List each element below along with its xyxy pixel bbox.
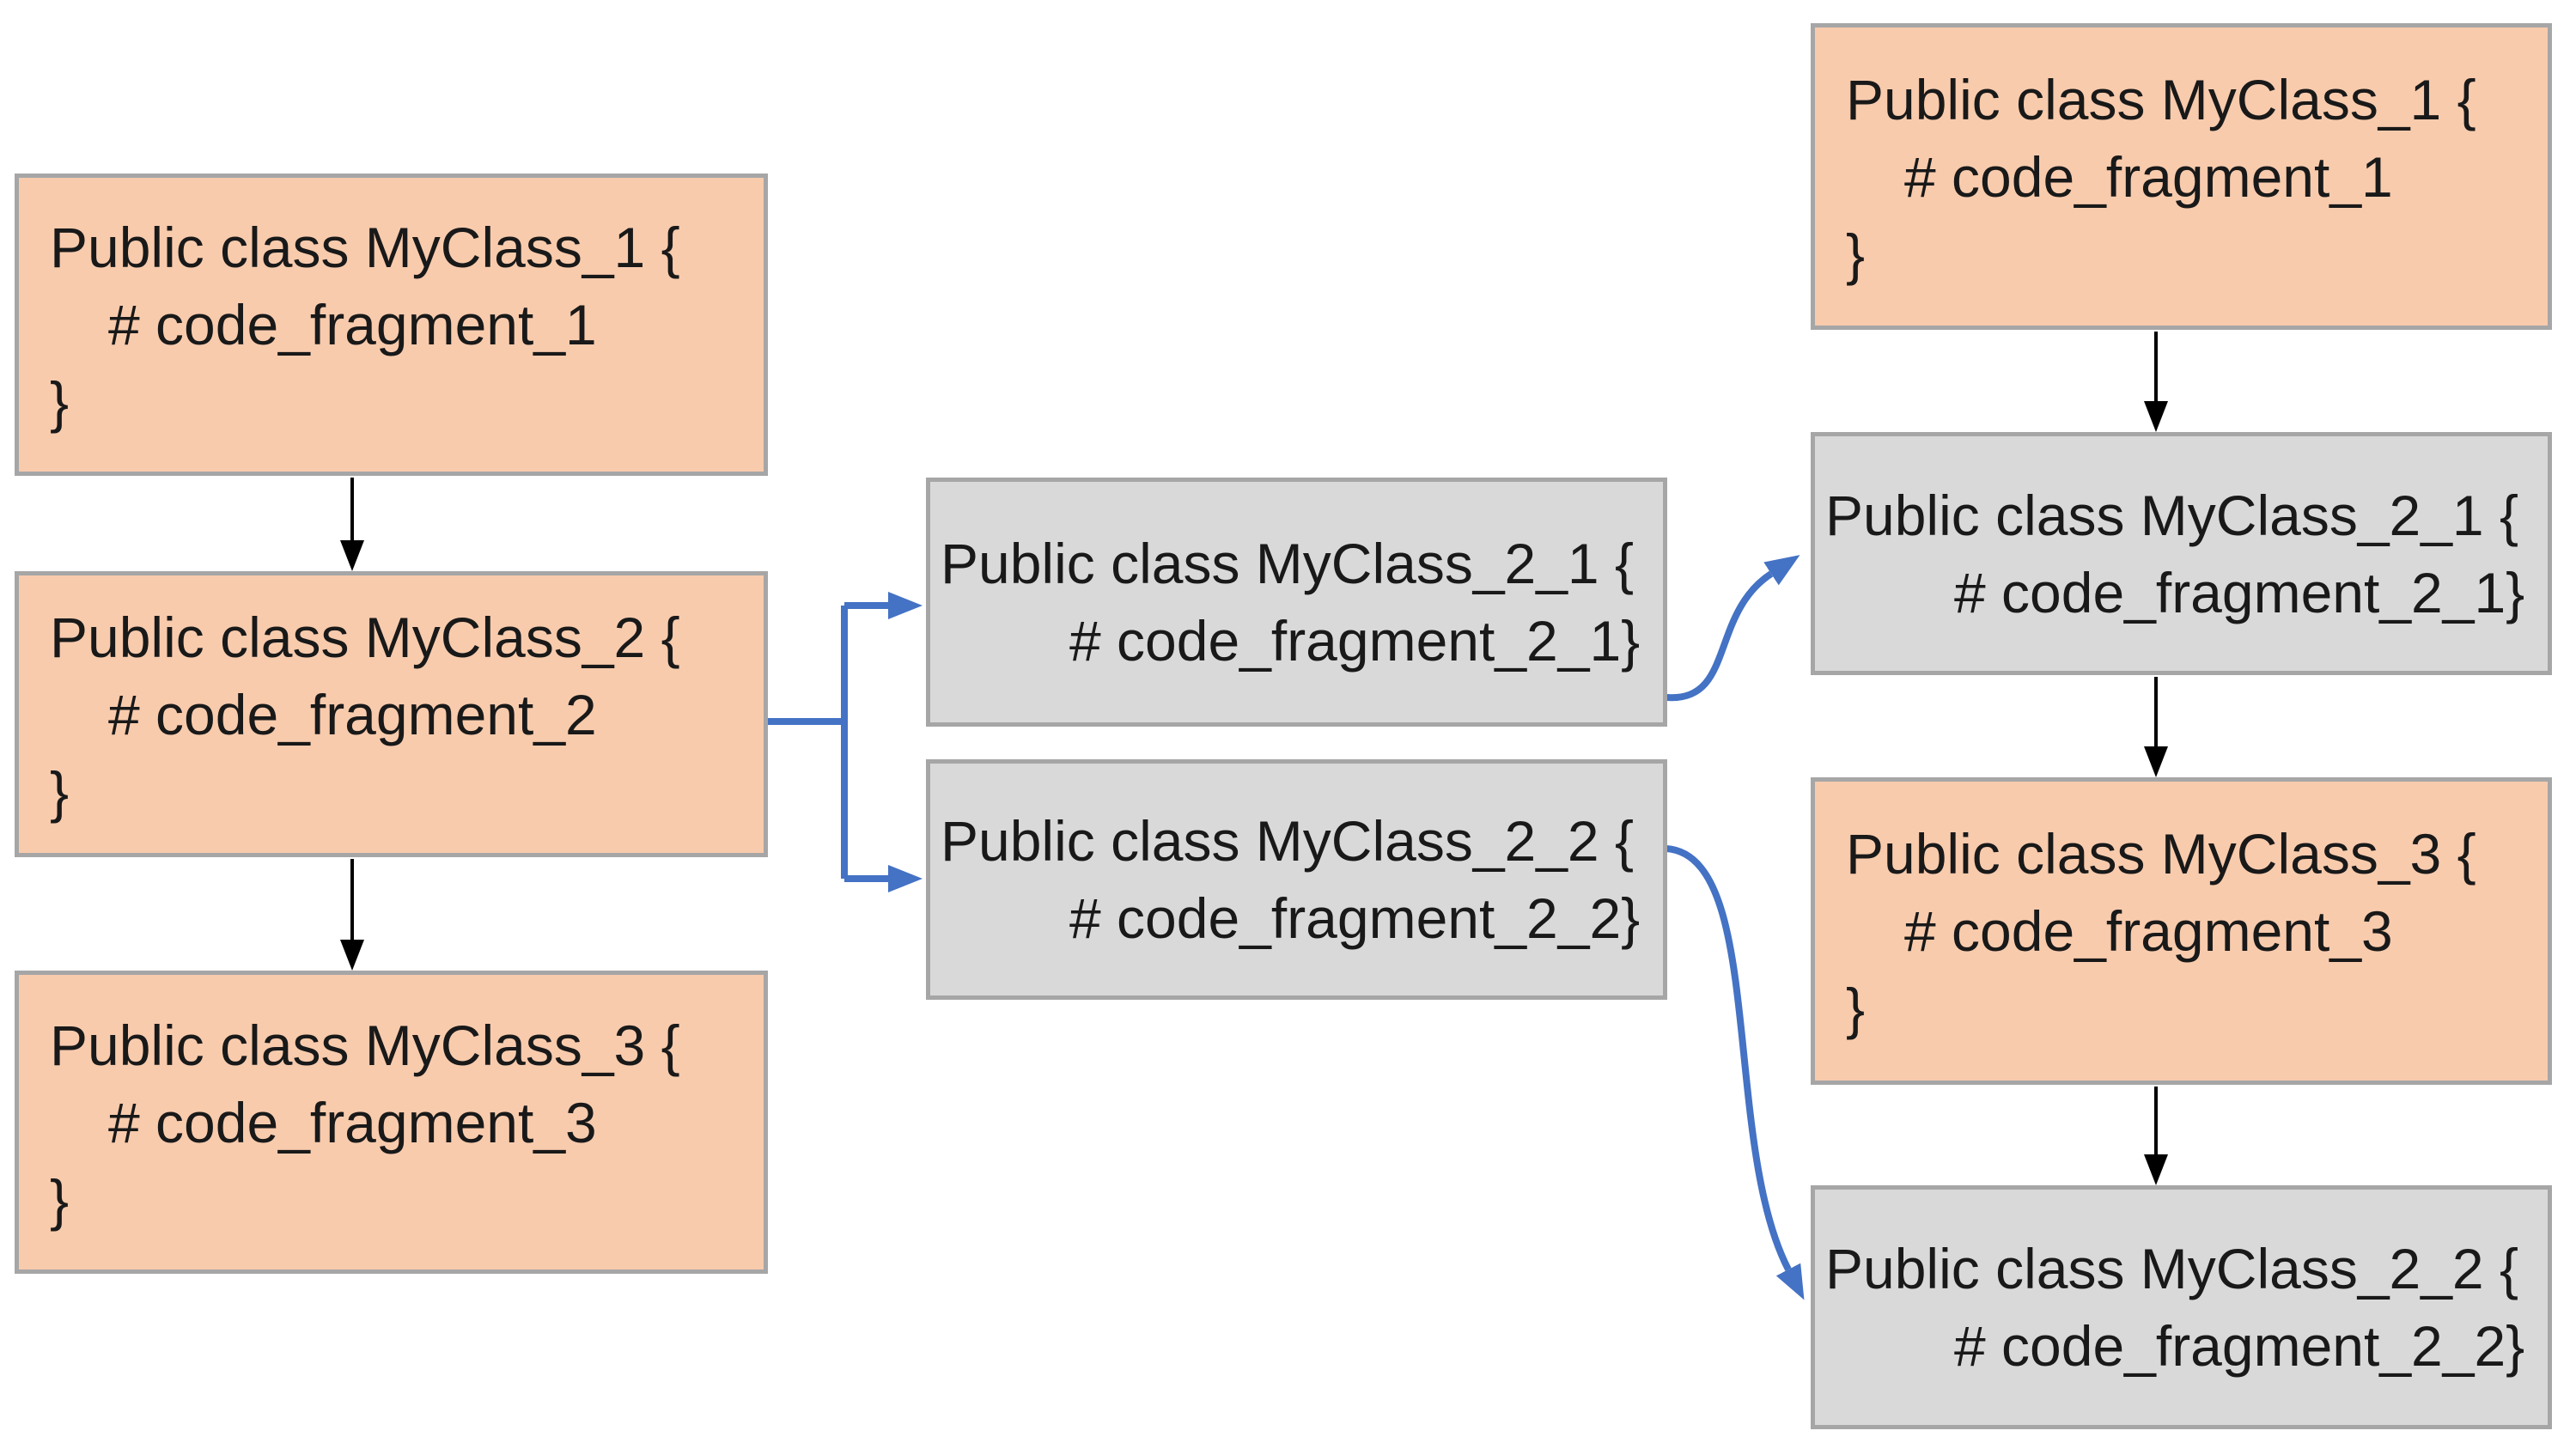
code-line: Public class MyClass_2_1 { bbox=[1825, 483, 2519, 547]
class-box-right-myclass-2-2: Public class MyClass_2_2 { # code_fragme… bbox=[1811, 1185, 2552, 1429]
class-box-middle-myclass-2-2: Public class MyClass_2_2 { # code_fragme… bbox=[926, 759, 1667, 1000]
code-line: # code_fragment_1 bbox=[108, 293, 597, 356]
code-line: Public class MyClass_2 { bbox=[50, 605, 680, 669]
code-line: # code_fragment_2_1} bbox=[1069, 609, 1641, 673]
code-line: # code_fragment_3 bbox=[108, 1090, 597, 1154]
code-line: Public class MyClass_1 { bbox=[1846, 67, 2476, 131]
code-line: # code_fragment_2 bbox=[108, 682, 597, 746]
code-line: Public class MyClass_3 { bbox=[1846, 822, 2476, 886]
class-box-left-myclass-1: Public class MyClass_1 { # code_fragment… bbox=[15, 174, 768, 476]
class-box-right-myclass-2-1: Public class MyClass_2_1 { # code_fragme… bbox=[1811, 432, 2552, 675]
code-line: } bbox=[50, 759, 70, 824]
code-line: # code_fragment_1 bbox=[1904, 144, 2393, 209]
code-line: Public class MyClass_2_1 { bbox=[941, 532, 1635, 595]
class-box-left-myclass-2: Public class MyClass_2 { # code_fragment… bbox=[15, 571, 768, 857]
code-line: # code_fragment_2_1} bbox=[1954, 560, 2525, 624]
code-line: } bbox=[50, 370, 70, 434]
class-box-left-myclass-3: Public class MyClass_3 { # code_fragment… bbox=[15, 971, 768, 1274]
code-line: Public class MyClass_1 { bbox=[50, 216, 680, 279]
code-line: Public class MyClass_2_2 { bbox=[1825, 1237, 2519, 1300]
code-line: # code_fragment_2_2} bbox=[1069, 886, 1641, 950]
code-line: Public class MyClass_3 { bbox=[50, 1013, 680, 1077]
code-line: # code_fragment_2_2} bbox=[1954, 1314, 2525, 1378]
class-box-middle-myclass-2-1: Public class MyClass_2_1 { # code_fragme… bbox=[926, 478, 1667, 727]
code-line: } bbox=[1846, 977, 1866, 1040]
class-box-right-myclass-1: Public class MyClass_1 { # code_fragment… bbox=[1811, 23, 2552, 330]
code-line: } bbox=[1846, 222, 1866, 286]
code-line: Public class MyClass_2_2 { bbox=[941, 809, 1635, 873]
blue-curve-2-2-to-right bbox=[1666, 845, 1805, 1300]
code-line: } bbox=[50, 1167, 70, 1232]
blue-curve-2-1-to-right bbox=[1666, 555, 1800, 702]
code-line: # code_fragment_3 bbox=[1904, 899, 2393, 963]
class-box-right-myclass-3: Public class MyClass_3 { # code_fragment… bbox=[1811, 777, 2552, 1085]
